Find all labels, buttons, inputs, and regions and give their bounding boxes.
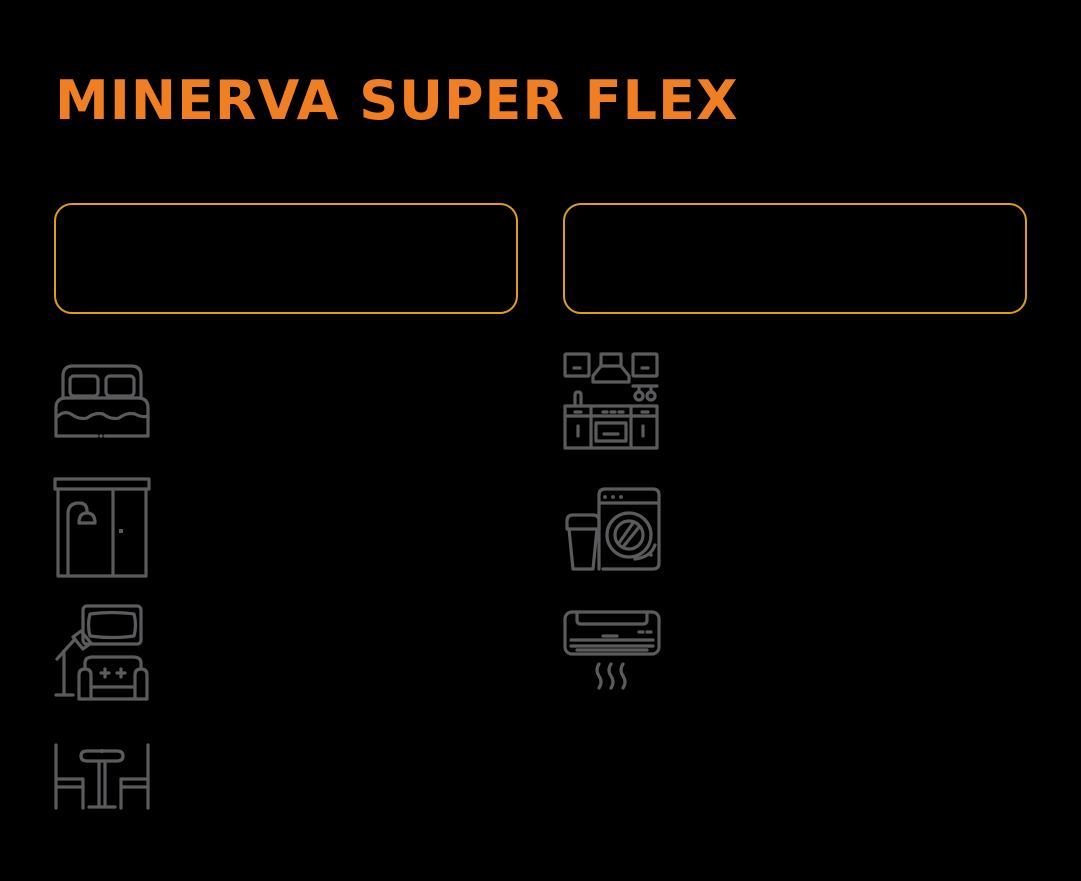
washing-machine-icon (563, 485, 661, 573)
kitchen-icon (563, 352, 659, 450)
left-info-panel (54, 203, 518, 314)
living-room-sofa-tv-icon (53, 603, 153, 701)
right-info-panel (563, 203, 1027, 314)
dining-table-chairs-icon (53, 743, 151, 811)
page-title: MINERVA SUPER FLEX (55, 69, 739, 132)
shower-bathroom-icon (53, 477, 151, 579)
bed-icon (53, 362, 151, 440)
air-conditioner-icon (563, 608, 661, 694)
